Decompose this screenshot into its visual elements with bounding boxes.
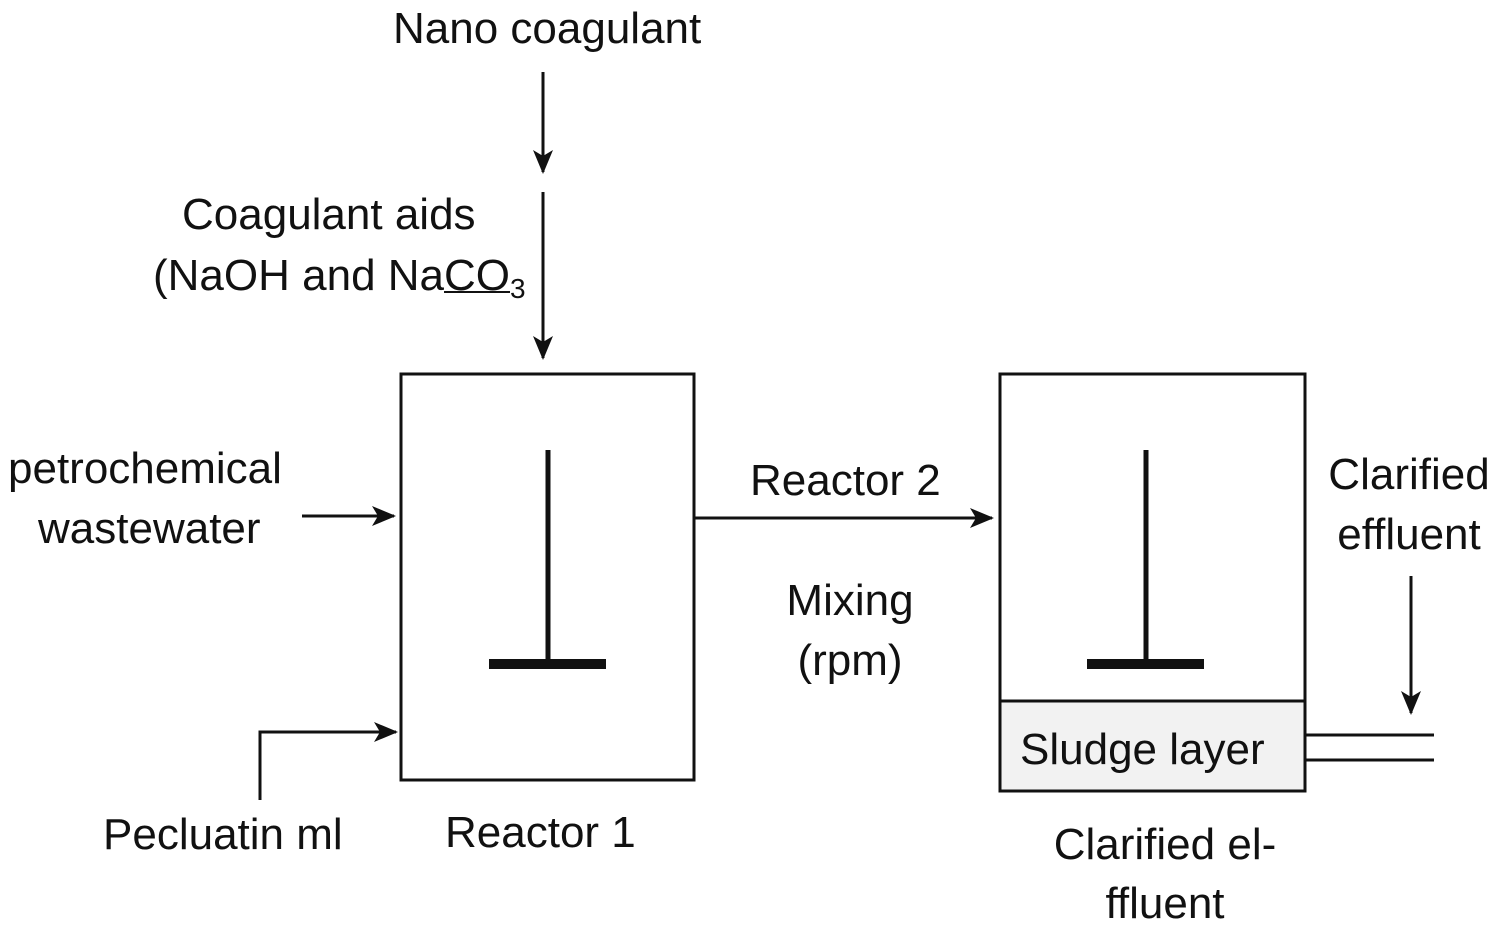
formula-prefix: (NaOH and Na	[153, 251, 445, 300]
wastewater-label: wastewater	[38, 504, 261, 553]
sludge-layer-box	[998, 699, 1307, 793]
clarified-bottom-label: Clarified el-	[1053, 820, 1277, 869]
mixing-unit-label: (rpm)	[797, 636, 903, 685]
formula-co: CO	[444, 251, 511, 300]
pecluating-label: Pecluatin ml	[103, 810, 343, 859]
reactor-2-label: Reactor 2	[750, 456, 941, 505]
reactor-1-label: Reactor 1	[445, 808, 636, 857]
clarified-effluent-label: Clarified	[1328, 450, 1490, 499]
coagulant-aids-label: Coagulant aids	[182, 190, 476, 239]
nano-coagulant-label: Nano coagulant	[393, 4, 702, 53]
petrochemical-label: petrochemical	[8, 444, 282, 493]
pecluating-inlet-arrow	[258, 722, 398, 800]
formula-subscript: 3	[510, 273, 526, 304]
mixing-label: Mixing	[786, 576, 914, 625]
clarified-bottom-label-2: ffluent	[1105, 879, 1225, 928]
effluent-label: effluent	[1337, 510, 1481, 559]
sludge-layer-label: Sludge layer	[1020, 725, 1265, 774]
coagulant-aids-formula: (NaOH and NaCO3	[153, 247, 526, 318]
